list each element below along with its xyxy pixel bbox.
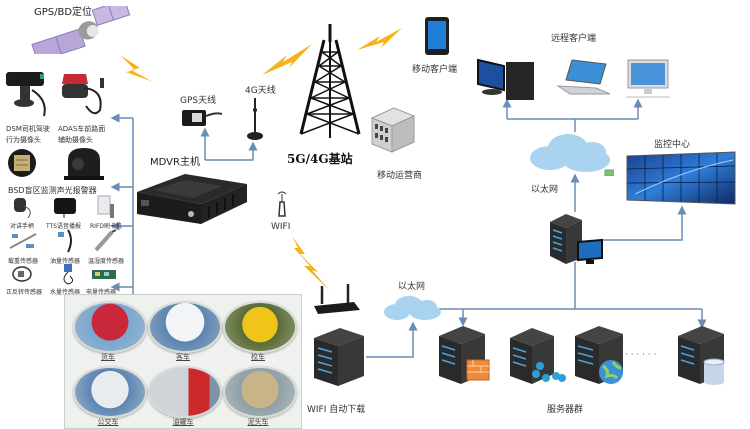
oil-sensor-icon [56, 228, 76, 254]
vehicle-label-dump-truck: 泥头车 [247, 418, 269, 426]
satellite-icon [28, 0, 138, 63]
oil-sensor-label: 油量传感器 [50, 258, 81, 265]
ethernet-top-label: 以太网 [531, 185, 559, 195]
network-server-icon[interactable] [508, 326, 568, 386]
lightning-bolts [120, 28, 402, 291]
adas-label-1: ADAS车前路面 [58, 125, 106, 133]
server-to-wall-line [600, 205, 687, 241]
lightning-wifi [292, 236, 330, 291]
satellite-label: GPS/BD定位 [34, 7, 93, 18]
ethernet-cloud-bottom-icon [383, 294, 443, 324]
wifi-label: WIFI [271, 222, 291, 232]
mdvr-device-icon[interactable] [133, 166, 251, 226]
temp-humidity-sensor-icon [92, 228, 118, 254]
rfid-reader-icon [96, 194, 116, 218]
lightning-mobile [357, 28, 402, 50]
load-sensor-icon [8, 230, 38, 252]
dsm-camera-icon [4, 70, 52, 120]
antenna-4g-icon [246, 96, 264, 142]
vehicle-image-tanker [148, 366, 222, 418]
mobile-operator-icon [370, 106, 416, 154]
vehicle-types-panel: 货车 客车 校车 公交车 油罐车 泥头车 [64, 294, 302, 429]
vehicle-label-tanker: 油罐车 [172, 418, 194, 426]
monitoring-server-icon[interactable] [548, 212, 604, 266]
water-sensor-icon [56, 262, 80, 286]
remote-clients-label: 远程客户端 [551, 34, 597, 44]
lightning-satellite [120, 55, 153, 82]
vehicle-image-coach [148, 301, 222, 353]
bsd-label: BSD盲区监测声光报警器 [8, 186, 97, 195]
adas-camera-icon [58, 70, 116, 120]
mobile-client-label: 移动客户端 [412, 65, 458, 75]
laptop-icon[interactable] [552, 58, 612, 98]
gps-antenna-icon [180, 106, 223, 130]
vehicle-image-school-bus [223, 301, 297, 353]
vehicle-image-city-bus [73, 366, 147, 418]
base-station-label: 5G/4G基站 [287, 152, 353, 166]
power-sensor-label: 电量传感器 [86, 289, 117, 296]
rfid-label: RIFD刷卡机 [90, 223, 123, 230]
bsd-sensor-icon [6, 146, 42, 182]
firewall-server-icon[interactable] [437, 324, 497, 386]
wifi-antenna-icon [275, 190, 289, 218]
dsm-label-1: DSM司机驾驶 [6, 125, 50, 133]
web-server-icon[interactable] [573, 324, 635, 386]
intercom-icon [10, 196, 34, 219]
wifi-router-icon [312, 284, 362, 318]
database-server-icon[interactable] [676, 324, 736, 386]
rotation-sensor-icon [10, 264, 34, 284]
ethernet-cloud-top-icon [528, 132, 615, 177]
water-sensor-label: 水量传感器 [50, 289, 81, 296]
desktop-pc-icon[interactable] [476, 58, 538, 102]
mdvr-label: MDVR主机 [150, 157, 200, 168]
vehicle-label-coach: 客车 [176, 353, 190, 361]
tts-speaker-icon [52, 196, 78, 218]
wifi-server-to-cloud-line [366, 321, 418, 358]
monitoring-center-label: 监控中心 [654, 140, 691, 150]
vehicle-label-school-bus: 校车 [251, 353, 265, 361]
mobile-operator-label: 移动运营商 [377, 171, 423, 181]
ethernet-bottom-label: 以太网 [398, 282, 426, 292]
rotation-sensor-label: 正反转传感器 [6, 289, 43, 296]
wifi-download-server-icon[interactable] [312, 326, 366, 388]
vehicle-image-dump-truck [223, 366, 297, 418]
dsm-label-2: 行为摄像头 [6, 136, 41, 144]
side-camera-icon [62, 146, 104, 184]
vehicle-label-truck: 货车 [101, 353, 115, 361]
base-station-tower-icon [295, 22, 365, 140]
vehicle-image-truck [73, 301, 147, 353]
wifi-download-label: WIFI 自动下载 [307, 405, 366, 415]
temp-sensor-label: 温湿度传感器 [88, 258, 125, 265]
load-sensor-label: 载重传感器 [8, 258, 39, 265]
server-cluster-label: 服务器群 [547, 405, 584, 415]
mdvr-to-4g-line [205, 141, 258, 161]
imac-icon[interactable] [624, 58, 672, 102]
server-ellipsis: · · · · · · [625, 350, 657, 360]
mobile-tablet-icon[interactable] [424, 16, 450, 56]
power-sensor-icon [90, 266, 118, 282]
lightning-4g [262, 44, 312, 75]
tts-label: TTS语音播报 [46, 223, 82, 230]
intercom-label: 对讲手柄 [10, 223, 35, 230]
video-wall-icon[interactable] [625, 150, 737, 206]
antenna-4g-label: 4G天线 [245, 86, 276, 96]
vehicle-label-city-bus: 公交车 [97, 418, 119, 426]
adas-label-2: 辅助摄像头 [58, 136, 93, 144]
gps-antenna-label: GPS天线 [180, 96, 217, 106]
